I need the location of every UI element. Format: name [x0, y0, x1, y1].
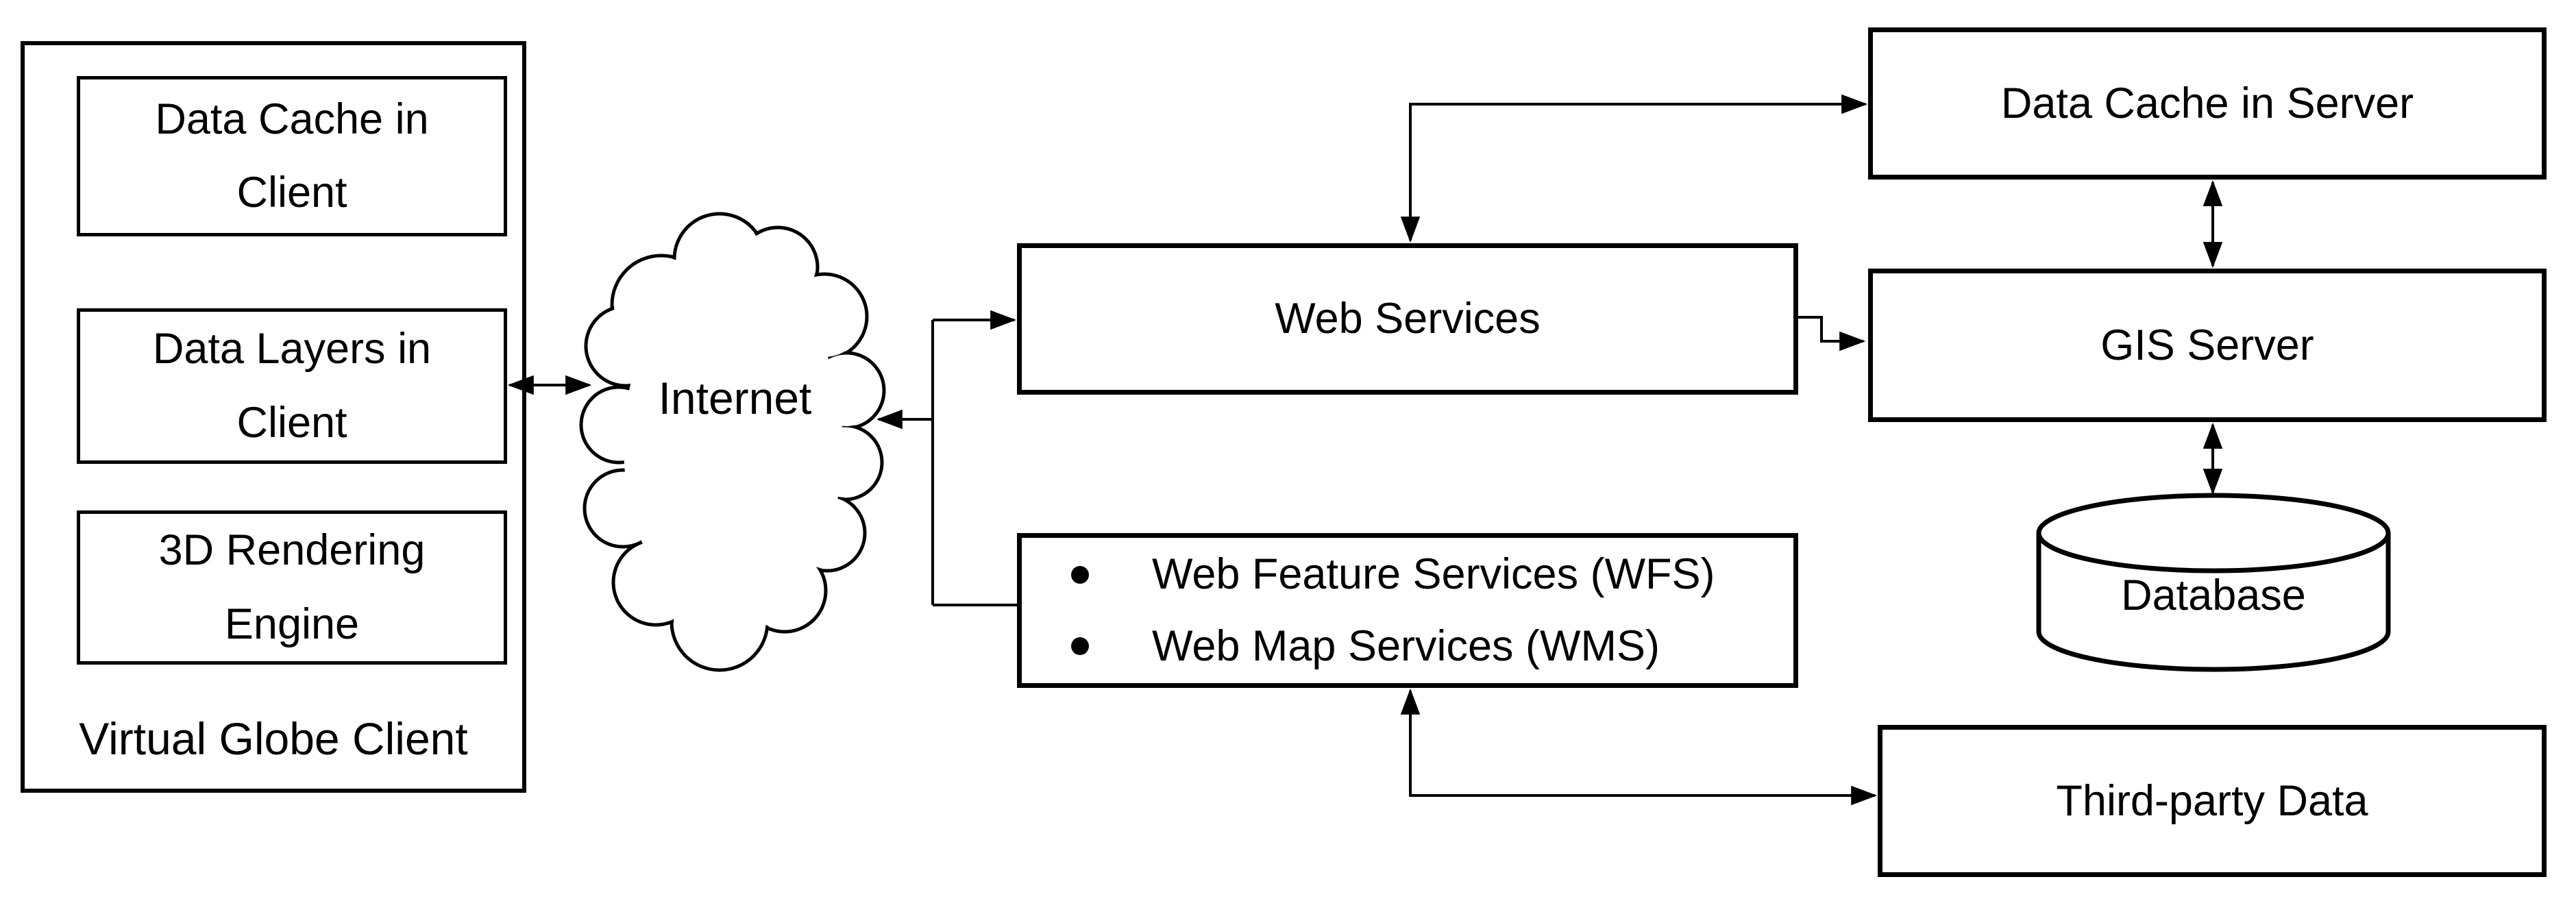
data-layers-in-client-box: Data Layers in Client	[77, 308, 507, 464]
connector-webservices-cacheserver	[1400, 94, 1868, 243]
web-services-label: Web Services	[1275, 295, 1541, 343]
gis-server-box: GIS Server	[1868, 269, 2547, 422]
web-services-box: Web Services	[1017, 243, 1798, 395]
ogc-services-box: Web Feature Services (WFS) Web Map Servi…	[1017, 533, 1798, 688]
connector-webservices-gisserver	[1798, 316, 1866, 351]
data-cache-in-client-label: Data Cache in Client	[155, 95, 429, 217]
bullet-icon	[1071, 565, 1089, 584]
data-cache-in-server-label: Data Cache in Server	[2000, 79, 2414, 127]
internet-cloud	[579, 212, 886, 672]
connector-thirdparty-ogc	[1400, 688, 1878, 806]
internet-label: Internet	[658, 373, 812, 423]
rendering-engine-label: 3D Rendering Engine	[158, 526, 426, 648]
wms-label: Web Map Services (WMS)	[1152, 622, 1660, 670]
wfs-label: Web Feature Services (WFS)	[1152, 550, 1715, 599]
third-party-data-box: Third-party Data	[1878, 725, 2547, 877]
wms-list-item: Web Map Services (WMS)	[1071, 619, 1660, 674]
data-layers-in-client-label: Data Layers in Client	[152, 325, 432, 447]
data-cache-in-server-box: Data Cache in Server	[1868, 27, 2547, 180]
third-party-data-label: Third-party Data	[2056, 776, 2368, 825]
gis-server-label: GIS Server	[2100, 321, 2314, 369]
rendering-engine-box: 3D Rendering Engine	[77, 510, 507, 665]
virtual-globe-client-label: Virtual Globe Client	[79, 713, 468, 764]
data-cache-in-client-box: Data Cache in Client	[77, 76, 507, 236]
bullet-icon	[1071, 637, 1089, 656]
database-label: Database	[2121, 571, 2306, 619]
wfs-list-item: Web Feature Services (WFS)	[1071, 547, 1715, 602]
database-cylinder	[2036, 493, 2391, 672]
